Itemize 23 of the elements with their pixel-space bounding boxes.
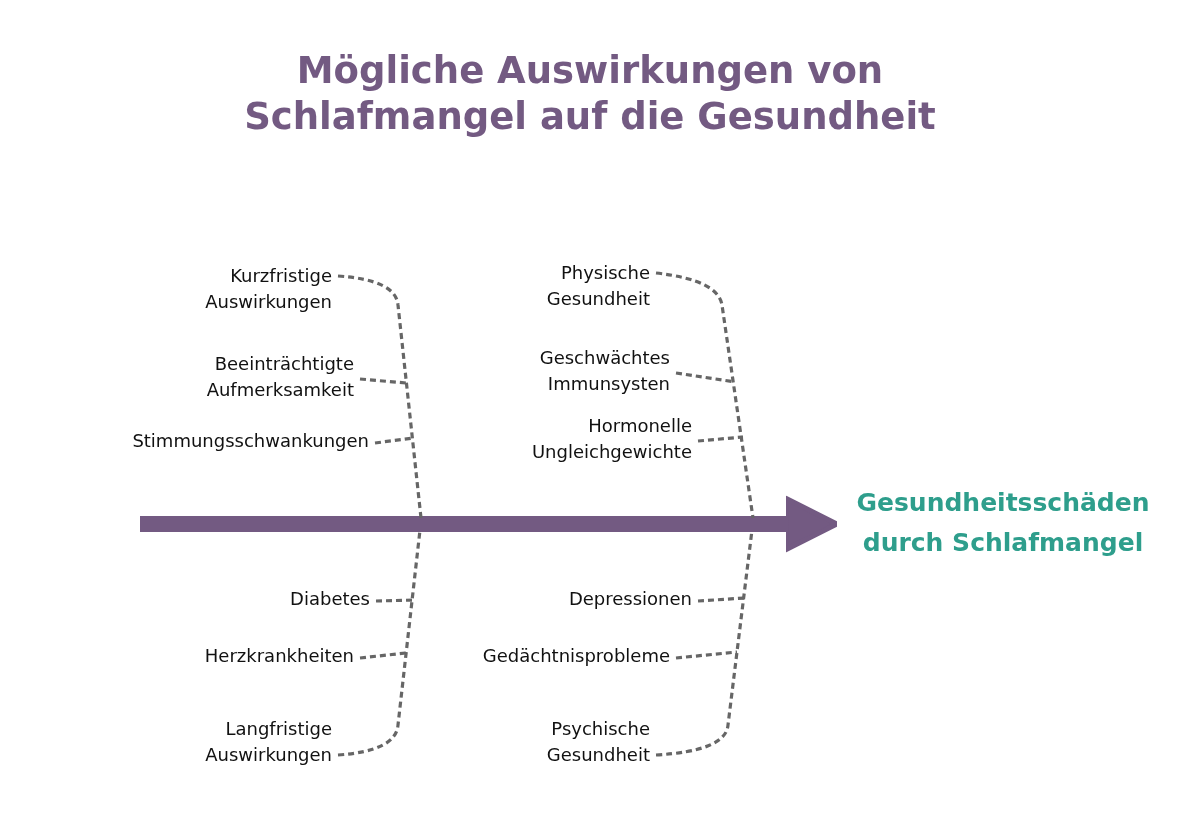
cause-label: Diabetes (290, 586, 370, 612)
cause-label: Gedächtnisprobleme (482, 643, 670, 669)
cause-label: Herzkrankheiten (204, 643, 354, 669)
cause-label: Physische Gesundheit (510, 260, 650, 312)
cause-label: Psychische Gesundheit (510, 716, 650, 768)
dashed-line (359, 377, 407, 385)
cause-label: Depressionen (568, 586, 692, 612)
dashed-line (374, 436, 414, 445)
dashed-line (697, 596, 746, 603)
cause-label: Hormonelle Ungleichgewichte (442, 413, 692, 465)
cause-label: Langfristige Auswirkungen (162, 716, 332, 768)
dashed-line (655, 271, 755, 519)
cause-label: Kurzfristige Auswirkungen (162, 263, 332, 315)
dashed-line (675, 650, 738, 660)
dashed-line (337, 274, 423, 519)
cause-label: Beeinträchtigte Aufmerksamkeit (164, 351, 354, 403)
effect-label: Gesundheitsschäden durch Schlafmangel (848, 483, 1158, 563)
arrow (140, 495, 840, 553)
cause-label: Stimmungsschwankungen (132, 428, 369, 454)
cause-label: Geschwächtes Immunsysten (490, 345, 670, 397)
dashed-line (697, 435, 744, 443)
dashed-line (359, 651, 407, 660)
diagram-title: Mögliche Auswirkungen von Schlafmangel auf die Gesundheit (243, 48, 937, 140)
